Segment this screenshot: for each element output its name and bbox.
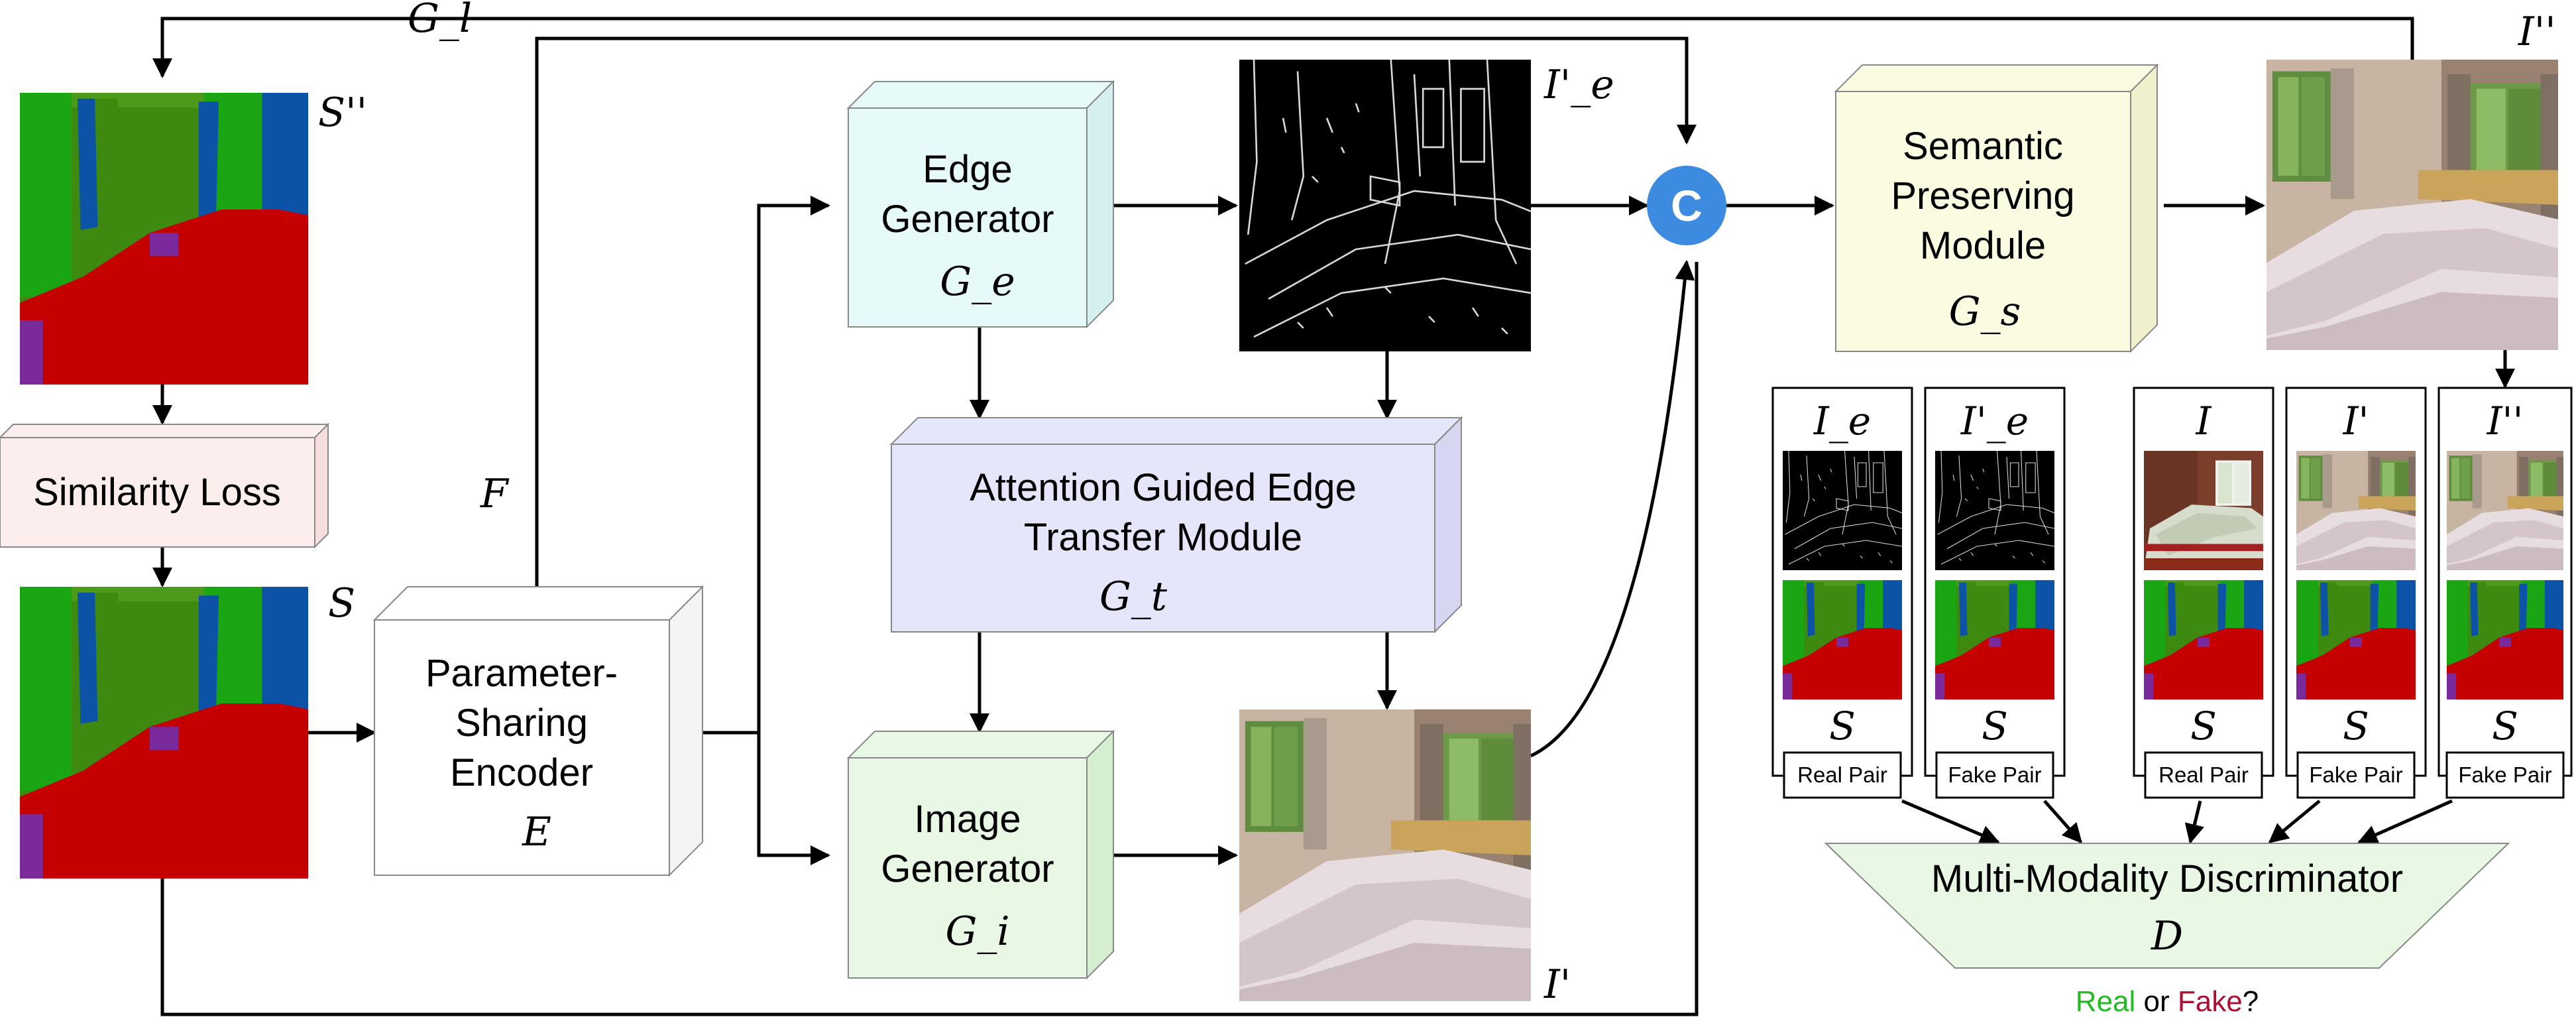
seg-bottom-loop xyxy=(160,262,1699,1016)
concat-node xyxy=(1647,166,1726,245)
pair3-top-label: I xyxy=(2196,398,2212,444)
result-q: ? xyxy=(2243,985,2259,1018)
encoder-line3: Encoder xyxy=(450,751,593,794)
image-gen-symbol: G_i xyxy=(945,908,1009,955)
pair1-bottom-label: S xyxy=(1829,703,1856,749)
pair4-bottom-label: S xyxy=(2343,703,2369,749)
final-output-label: I'' xyxy=(2518,9,2556,55)
seg-map-top xyxy=(20,93,308,385)
gl-label: G_l xyxy=(408,0,472,42)
arrow-pair5-to-disc xyxy=(2357,799,2453,844)
discriminator-box xyxy=(1824,843,2510,969)
result-fake: Fake xyxy=(2178,985,2243,1018)
attention-symbol: G_t xyxy=(1099,574,1168,620)
pair-column-5 xyxy=(2437,387,2573,799)
arrow-pair3-to-disc xyxy=(2184,800,2204,844)
pair5-bottom-label: S xyxy=(2492,703,2518,749)
image-gen-line2: Generator xyxy=(881,847,1054,890)
encoder-line2: Sharing xyxy=(455,701,588,745)
discriminator-title: Multi-Modality Discriminator xyxy=(1931,857,2403,900)
encoder-line1: Parameter- xyxy=(425,652,618,695)
arrow-to-edge-gen xyxy=(757,196,830,733)
similarity-loss-box xyxy=(0,422,330,549)
edge-gen-line2: Generator xyxy=(881,198,1054,241)
pair2-top-label: I'_e xyxy=(1960,398,2029,444)
feature-line xyxy=(535,36,1697,587)
discriminator-symbol: D xyxy=(2151,913,2183,959)
semantic-line1: Semantic xyxy=(1903,125,2063,168)
pair-column-2 xyxy=(1924,387,2066,799)
edge-output-label: I'_e xyxy=(1543,62,1614,108)
edge-generator-box xyxy=(846,80,1115,329)
pair1-top-label: I_e xyxy=(1813,398,1871,444)
edge-map-image xyxy=(1239,60,1531,351)
pair4-tag: Fake Pair xyxy=(2309,762,2402,787)
image-gen-line1: Image xyxy=(914,798,1021,841)
attention-module-box xyxy=(889,416,1463,634)
concat-symbol: C xyxy=(1671,181,1703,230)
similarity-loss-label: Similarity Loss xyxy=(33,471,281,514)
result-text: Real or Fake? xyxy=(2076,985,2259,1018)
result-or: or xyxy=(2135,985,2178,1018)
pair1-tag: Real Pair xyxy=(1797,762,1887,787)
arrow-pair4-to-disc xyxy=(2268,800,2321,843)
pair5-tag: Fake Pair xyxy=(2458,762,2551,787)
gl-feedback-line xyxy=(152,17,2414,78)
attention-line1: Attention Guided Edge xyxy=(970,466,1357,509)
arrow-pair1-to-disc xyxy=(1901,799,2000,845)
semantic-symbol: G_s xyxy=(1949,288,2021,335)
pair-column-4 xyxy=(2285,387,2427,799)
semantic-line2: Preserving xyxy=(1891,174,2074,217)
semantic-line3: Module xyxy=(1920,224,2046,267)
arrow-image-to-concat xyxy=(1530,260,1695,758)
attention-line2: Transfer Module xyxy=(1024,516,1302,559)
pair-column-1 xyxy=(1771,387,1913,799)
pair2-tag: Fake Pair xyxy=(1948,762,2041,787)
seg-bottom-label: S xyxy=(328,580,355,627)
arrow-pair2-to-disc xyxy=(2043,800,2082,844)
connection-wires xyxy=(152,17,2515,1016)
pair3-bottom-label: S xyxy=(2190,703,2217,749)
semantic-module-box xyxy=(1834,63,2159,353)
encoder-box xyxy=(372,585,704,877)
pair5-top-label: I'' xyxy=(2487,398,2524,444)
image-output-label: I' xyxy=(1543,961,1571,1008)
seg-map-bottom xyxy=(20,587,308,879)
generated-image xyxy=(1239,709,1531,1001)
pair4-top-label: I' xyxy=(2343,398,2369,444)
feature-label: F xyxy=(480,471,510,517)
image-generator-box xyxy=(846,729,1115,980)
seg-top-label: S'' xyxy=(318,90,367,136)
result-real: Real xyxy=(2076,985,2136,1018)
edge-gen-symbol: G_e xyxy=(940,259,1015,305)
pair3-tag: Real Pair xyxy=(2158,762,2249,787)
arrow-to-image-gen xyxy=(757,733,830,865)
final-output-image xyxy=(2267,60,2558,350)
pair-column-3 xyxy=(2133,387,2274,799)
encoder-symbol: E xyxy=(522,809,551,855)
pair2-bottom-label: S xyxy=(1982,703,2008,749)
edge-gen-line1: Edge xyxy=(923,148,1012,191)
